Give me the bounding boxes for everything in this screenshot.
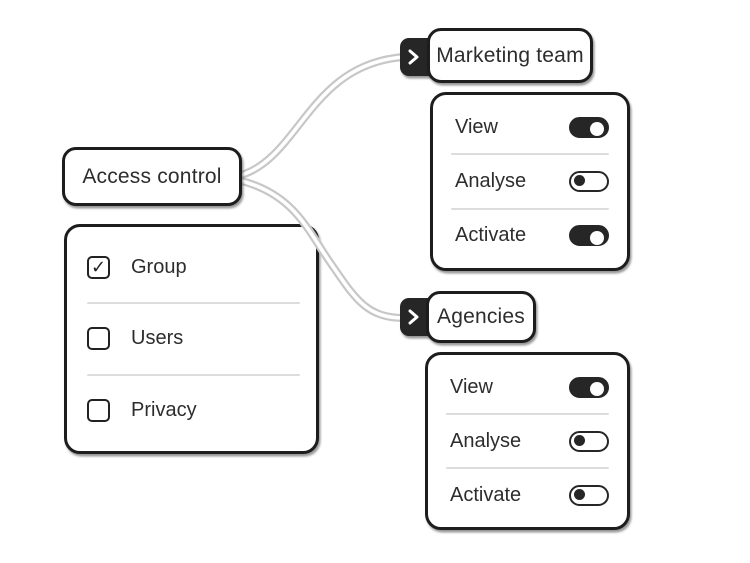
permission-row-view: View [428, 361, 627, 413]
toggle-knob [590, 122, 604, 137]
privacy-checkbox[interactable]: ✓ [87, 398, 110, 422]
option-row-users: ✓ Users [67, 304, 316, 373]
toggle-knob [590, 382, 604, 396]
agencies-analyse-toggle[interactable] [569, 430, 609, 452]
toggle-knob [574, 488, 585, 500]
divider [451, 207, 609, 210]
chevron-right-icon [408, 309, 419, 325]
divider [451, 153, 609, 156]
permission-row-view: View [433, 101, 627, 153]
analyse-label: Analyse [450, 429, 522, 452]
access-control-node[interactable]: Access control [62, 147, 242, 206]
divider [446, 413, 609, 415]
permission-row-analyse: Analyse [428, 415, 627, 467]
agencies-permissions-panel: View Analyse Activate [425, 352, 630, 530]
connector-to-marketing [234, 53, 408, 180]
marketing-permissions-panel: View Analyse Activate [430, 92, 630, 271]
analyse-label: Analyse [455, 169, 527, 192]
agencies-label: Agencies [437, 305, 525, 328]
option-row-privacy: ✓ Privacy [67, 376, 316, 445]
marketing-view-toggle[interactable] [569, 116, 609, 138]
permission-row-activate: Activate [428, 469, 627, 521]
divider [87, 302, 300, 305]
access-options-panel: ✓ Group ✓ Users ✓ Privacy [64, 224, 319, 454]
group-label: Group [131, 256, 187, 279]
permission-row-activate: Activate [433, 210, 627, 262]
option-row-group: ✓ Group [67, 233, 316, 302]
activate-label: Activate [455, 224, 527, 247]
users-label: Users [131, 327, 184, 350]
marketing-team-label: Marketing team [436, 43, 584, 67]
chevron-right-icon [408, 49, 419, 65]
agencies-node[interactable]: Agencies [426, 291, 536, 343]
activate-label: Activate [450, 483, 522, 506]
marketing-activate-toggle[interactable] [569, 225, 609, 247]
divider [87, 373, 300, 376]
view-label: View [450, 375, 493, 398]
divider [446, 467, 609, 469]
marketing-analyse-toggle[interactable] [569, 170, 609, 192]
marketing-team-node[interactable]: Marketing team [427, 28, 593, 83]
toggle-knob [574, 175, 585, 187]
agencies-activate-toggle[interactable] [569, 484, 609, 506]
users-checkbox[interactable]: ✓ [87, 327, 110, 351]
toggle-knob [574, 434, 585, 446]
checkmark-icon: ✓ [90, 256, 107, 277]
privacy-label: Privacy [131, 398, 197, 421]
access-control-label: Access control [82, 164, 222, 188]
group-checkbox[interactable]: ✓ [87, 256, 110, 280]
agencies-view-toggle[interactable] [569, 376, 609, 398]
view-label: View [455, 115, 498, 138]
toggle-knob [590, 230, 604, 245]
permission-row-analyse: Analyse [433, 155, 627, 207]
